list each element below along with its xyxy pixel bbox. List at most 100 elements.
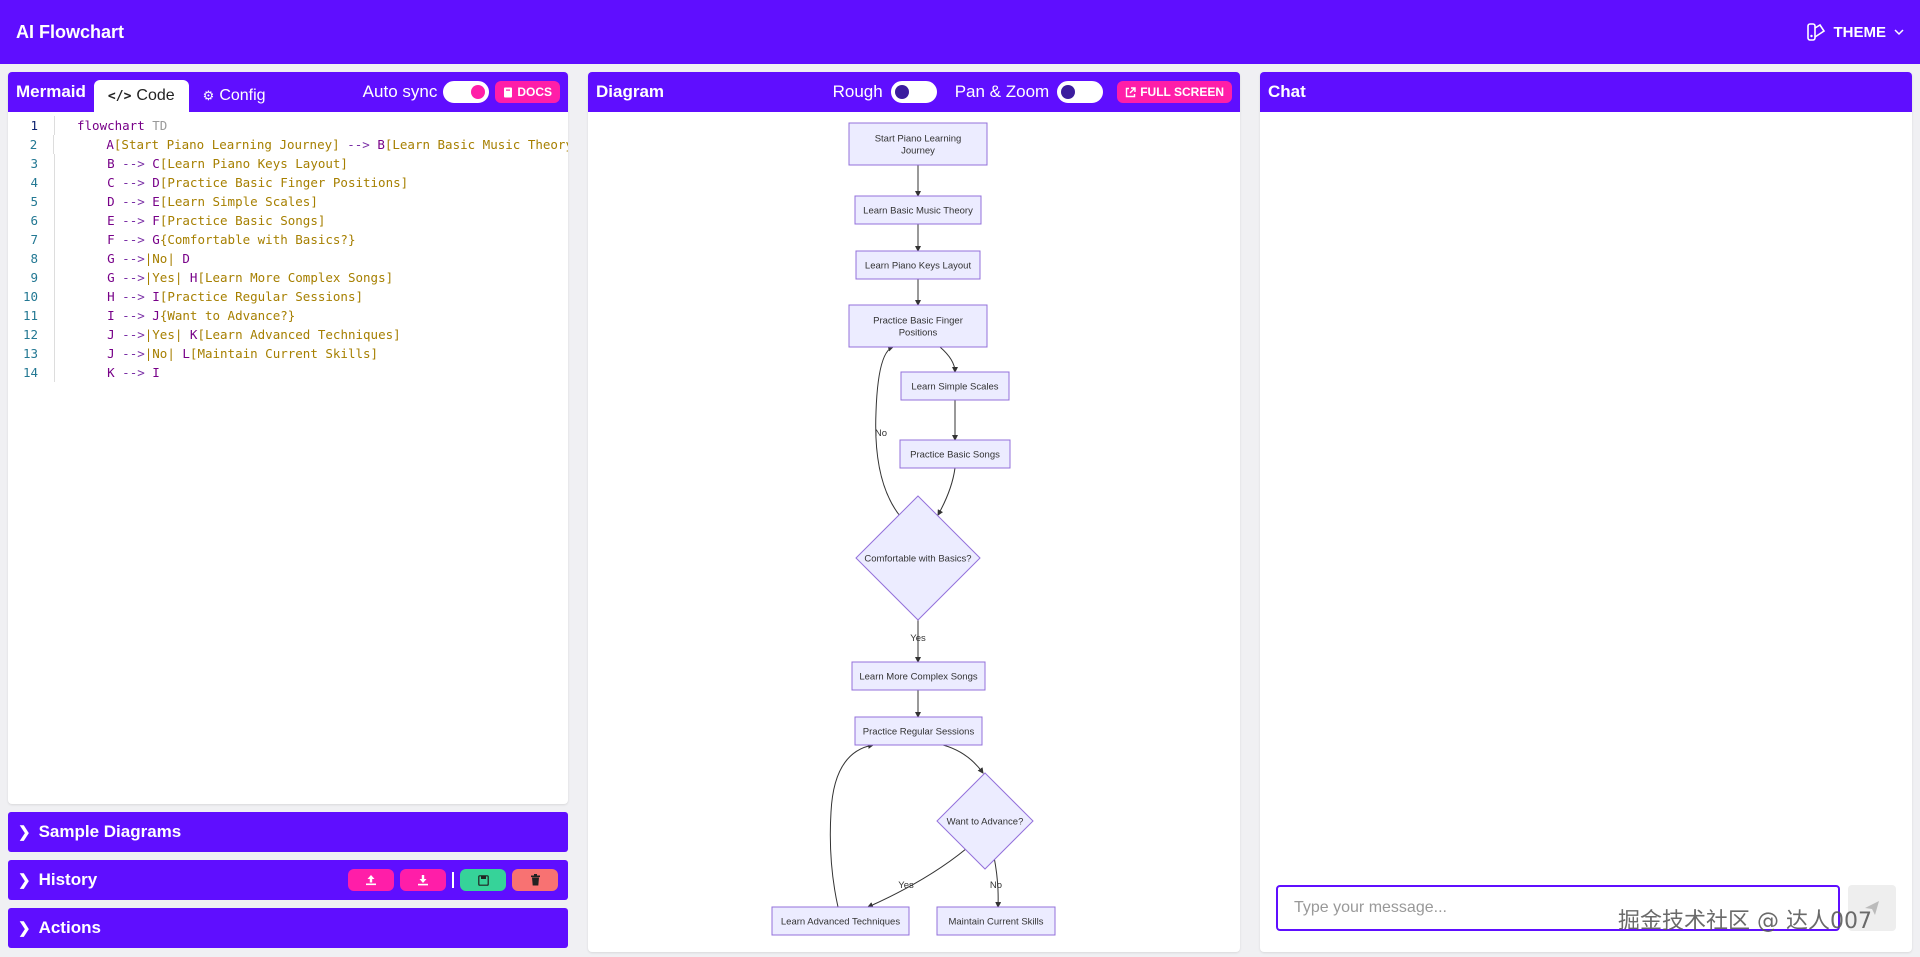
code-line: 2 A[Start Piano Learning Journey] --> B[… [8,135,568,154]
flow-node [854,716,983,746]
rough-toggle[interactable] [890,81,937,103]
floppy-icon [477,874,489,886]
line-number: 14 [22,365,38,380]
code-line: 5 D --> E[Learn Simple Scales] [8,192,568,211]
code-line: 9 G -->|Yes| H[Learn More Complex Songs] [8,268,568,287]
editor-card: Mermaid </> Code ⚙ Config Auto sync DOCS [8,72,568,804]
node-label: Learn Advanced Techniques [781,917,900,928]
sample-diagrams-section[interactable]: ❯ Sample Diagrams [8,812,568,852]
code-text: E --> F[Practice Basic Songs] [54,211,325,230]
line-number: 2 [29,137,38,152]
code-text: I --> J{Want to Advance?} [54,306,295,325]
trash-icon [530,874,540,886]
node-label: Learn Simple Scales [911,382,998,393]
external-link-icon [1126,86,1136,97]
history-buttons [348,869,558,891]
code-line: 3 B --> C[Learn Piano Keys Layout] [8,154,568,173]
decision-label: Want to Advance? [947,817,1024,828]
flow-node [855,250,981,280]
chat-header: Chat [1260,72,1912,112]
node-label: Learn Piano Keys Layout [865,261,972,272]
code-line: 6 E --> F[Practice Basic Songs] [8,211,568,230]
fullscreen-button[interactable]: FULL SCREEN [1117,81,1232,103]
top-bar: AI Flowchart THEME [0,0,1920,64]
docs-button[interactable]: DOCS [495,81,560,103]
line-number: 11 [22,308,38,323]
watermark: 掘金技术社区 @ 达人007 [1618,909,1872,934]
delete-button[interactable] [512,869,558,891]
flow-node [899,439,1011,469]
edge [937,467,956,516]
node-label: Positions [899,328,938,339]
code-line: 7 F --> G{Comfortable with Basics?} [8,230,568,249]
flow-decision [855,495,981,621]
tab-code[interactable]: </> Code [93,80,189,112]
chevron-down-icon [1894,29,1904,36]
flow-node [854,195,982,225]
send-icon [1865,901,1879,915]
editor-label: Mermaid [16,82,86,101]
app-title: AI Flowchart [16,21,125,42]
node-label: Learn More Complex Songs [859,672,978,683]
line-number: 9 [30,270,38,285]
chat-message-input[interactable] [1276,885,1840,931]
code-text: D --> E[Learn Simple Scales] [54,192,318,211]
edge-label: Yes [910,633,926,644]
send-button[interactable] [1848,885,1896,931]
pan-zoom-label: Pan & Zoom [954,82,1050,101]
book-icon [504,87,513,97]
save-button[interactable] [460,869,506,891]
editor-header: Mermaid </> Code ⚙ Config Auto sync DOCS [8,72,568,112]
toggle-knob [471,85,486,99]
code-line: 11 I --> J{Want to Advance?} [8,306,568,325]
edge [867,842,974,908]
line-number: 4 [30,175,38,190]
flow-node [900,371,1010,401]
chat-label: Chat [1268,82,1306,101]
actions-section[interactable]: ❯ Actions [8,908,568,948]
code-line: 4 C --> D[Practice Basic Finger Position… [8,173,568,192]
chat-input-row [1276,885,1896,931]
line-number: 5 [30,194,38,209]
pan-zoom-toggle[interactable] [1057,81,1104,103]
toggle-knob [1061,85,1076,99]
line-number: 6 [30,213,38,228]
edge [829,742,874,908]
code-text: B --> C[Learn Piano Keys Layout] [54,154,348,173]
line-number: 3 [30,156,38,171]
code-text: C --> D[Practice Basic Finger Positions] [54,173,408,192]
auto-sync-toggle[interactable] [443,81,490,103]
download-icon [418,875,428,886]
edge [942,744,984,774]
chevron-right-icon: ❯ [18,872,31,889]
diagram-header: Diagram Rough Pan & Zoom FULL SCREEN [588,72,1240,112]
node-label: Practice Regular Sessions [863,727,975,738]
edge [875,345,901,517]
code-text: F --> G{Comfortable with Basics?} [54,230,355,249]
node-label: Practice Basic Finger [873,316,963,327]
download-button[interactable] [400,869,446,891]
history-label: History [38,870,98,889]
history-section[interactable]: ❯ History [8,860,568,900]
code-text: G -->|Yes| H[Learn More Complex Songs] [54,268,393,287]
upload-icon [366,875,376,886]
theme-label: THEME [1833,23,1887,41]
palette-icon [1806,23,1825,41]
code-icon: </> [107,88,132,104]
node-label: Practice Basic Songs [910,450,1000,461]
tab-config[interactable]: ⚙ Config [189,80,280,112]
flow-node [848,122,988,166]
code-line: 12 J -->|Yes| K[Learn Advanced Technique… [8,325,568,344]
line-number: 12 [22,327,38,342]
left-column: Mermaid </> Code ⚙ Config Auto sync DOCS [8,72,568,948]
theme-button[interactable]: THEME [1806,22,1905,42]
decision-label: Comfortable with Basics? [864,554,971,565]
code-line: 13 J -->|No| L[Maintain Current Skills] [8,344,568,363]
chat-panel: Chat [1260,72,1912,952]
upload-button[interactable] [348,869,394,891]
code-text: J -->|No| L[Maintain Current Skills] [54,344,378,363]
chat-messages [1260,112,1912,902]
